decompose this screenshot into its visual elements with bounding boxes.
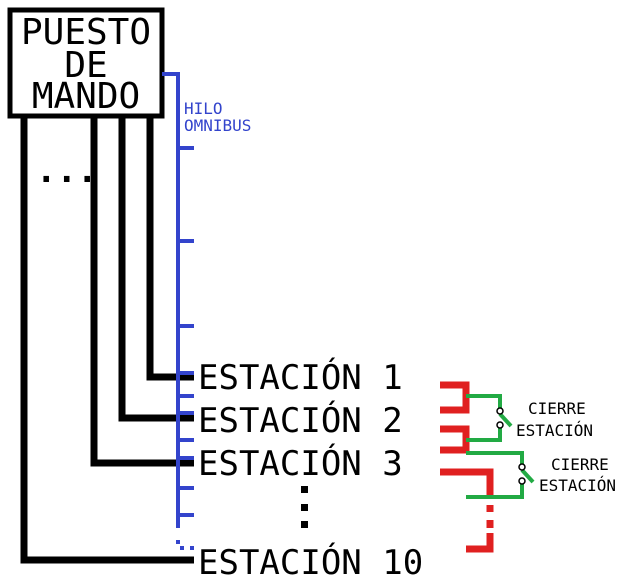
switch-2-blade (520, 468, 535, 484)
closure-label-1-line-1: CIERRE (528, 399, 586, 418)
wire-station-1 (146, 116, 194, 381)
switch-1-top-wire (466, 394, 502, 408)
red-chain-station-2 (440, 425, 470, 454)
omnibus-wire (162, 72, 194, 550)
vertical-ellipsis-dot-1 (301, 486, 308, 493)
wire-station-10 (20, 116, 194, 564)
omnibus-label-line-2: OMNIBUS (184, 116, 251, 135)
control-post-line-1: PUESTO (21, 12, 151, 53)
switch-2-contact-bottom (518, 477, 526, 485)
switch-1-blade (498, 412, 513, 428)
control-post-line-3: MANDO (32, 76, 140, 117)
switch-1-contact-top (496, 407, 504, 415)
red-chain-station-1 (440, 381, 470, 414)
switch-2-contact-top (518, 463, 526, 471)
closure-label-2-line-2: ESTACIÓN (539, 476, 616, 495)
red-chain-station-3 (440, 468, 494, 497)
switch-1-bottom-wire (466, 427, 502, 442)
omnibus-label-line-1: HILO (184, 99, 223, 118)
control-post-line-2: DE (64, 45, 107, 86)
station-label-3: ESTACIÓN 3 (198, 443, 403, 484)
closure-label-1-line-2: ESTACIÓN (516, 421, 593, 440)
switch-2-bottom-wire (466, 483, 524, 499)
vertical-ellipsis (301, 486, 308, 528)
vertical-ellipsis-dot-2 (301, 504, 308, 511)
wire-station-3 (90, 116, 194, 467)
control-post: PUESTO DE MANDO (7, 7, 165, 119)
station-label-2: ESTACIÓN 2 (198, 400, 403, 441)
omnibus-ellipsis-line (176, 540, 194, 550)
station-label-1: ESTACIÓN 1 (198, 357, 403, 398)
green-switches (466, 394, 535, 499)
closure-label-2-line-1: CIERRE (551, 455, 609, 474)
switch-1-contact-bottom (496, 421, 504, 429)
vertical-ellipsis-dot-3 (301, 521, 308, 528)
left-ellipsis: ... (36, 151, 97, 191)
switch-2-top-wire (466, 451, 524, 464)
control-post-box (7, 7, 165, 119)
station-label-10: ESTACIÓN 10 (198, 542, 423, 583)
omnibus-main-line (162, 72, 180, 528)
black-wires (20, 116, 194, 564)
wire-station-2 (118, 116, 194, 422)
red-chain-station-10 (466, 533, 494, 553)
red-chain (440, 381, 494, 553)
